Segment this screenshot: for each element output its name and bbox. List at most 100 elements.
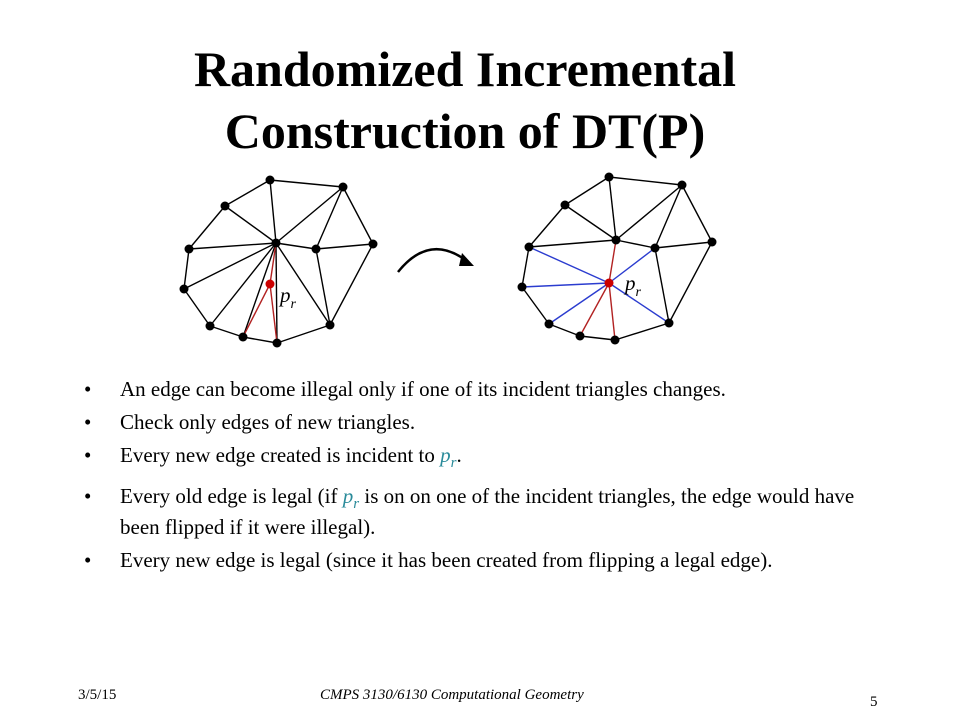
triangulation-edge [183,288,211,327]
triangulation-edge [329,243,374,326]
transition-arrow [397,247,469,273]
flipped-edge [528,246,610,284]
new-edge [242,283,271,338]
bullet-marker: • [84,484,92,509]
triangulation-edge [521,246,530,288]
triangulation-edge [564,176,610,206]
new-edge [579,282,610,337]
vertex [560,200,570,210]
triangulation-edge [615,184,683,241]
triangulation-edge [269,179,344,188]
title-line-2: Construction of DT(P) [224,103,706,159]
flipped-edge [608,282,670,324]
triangulation-edge [521,286,550,325]
vertex [271,238,281,248]
bullet-item: • Every new edge is legal (since it has b… [84,549,884,572]
vertex [238,332,248,342]
triangulation-edge [183,242,277,290]
bullet-text: is on on one of the incident triangles, … [120,484,855,540]
footer-page-number: 5 [870,694,878,710]
bullet-text: Every new edge is legal (since it has be… [120,548,773,573]
triangulation-edge [188,242,277,250]
title-line-1: Randomized Incremental [193,41,737,97]
flipped-edge [608,247,656,284]
triangulation-edge [548,323,581,337]
vertex [650,243,660,253]
bullet-marker: • [84,410,92,434]
point-label-left-p: p [278,283,291,307]
triangulation-edge [342,186,374,245]
footer-course: CMPS 3130/6130 Computational Geometry [320,687,584,703]
triangulation-edge [269,179,277,244]
vertex [205,321,215,331]
vertex [179,284,189,294]
vertex [524,242,534,252]
vertex [338,182,348,192]
triangulation-before [179,175,378,348]
triangulation-edge [275,242,317,250]
vertex [677,180,687,190]
new-edge [608,239,617,284]
vertex [707,237,717,247]
triangulation-edge [242,336,278,344]
bullet-text: An edge can become illegal only if one o… [120,377,726,401]
vertex [611,235,621,245]
bullet-item: •Every new edge created is incident to p… [84,444,884,475]
triangulation-edge [579,335,616,341]
bullet-text: Every new edge created is incident to [120,443,441,467]
new-point [604,278,614,288]
new-edge [269,283,278,344]
vertex [610,335,620,345]
bullet-text: . [456,443,462,467]
point-label-right-sub: r [636,285,642,300]
triangulation-after [517,172,717,345]
footer-date: 3/5/15 [78,687,117,703]
vertex [544,319,554,329]
vertex [604,172,614,182]
flipped-edge [521,282,610,288]
triangulation-edge [608,176,617,241]
slide-title: Randomized Incremental Construction of D… [0,38,930,162]
triangulation-edge [209,242,277,327]
bullet-text: Check only edges of new triangles. [120,410,416,434]
vertex [272,338,282,348]
point-label-left: pr [278,283,297,312]
triangulation-edge [668,241,713,324]
bullet-list: • An edge can become illegal only if one … [84,378,884,582]
triangulation-edge [681,184,713,243]
bullet-item: •An edge can become illegal only if one … [84,378,884,401]
point-label-left-sub: r [291,297,297,312]
triangulation-edge [275,186,344,244]
new-edge [269,242,277,285]
triangulation-edge [224,179,271,207]
triangulation-edge [528,239,617,248]
flipped-edge [548,282,610,325]
new-edge [608,282,616,341]
triangulation-edge [654,241,713,249]
vertex [664,318,674,328]
math-variable: r [353,496,360,513]
bullet-text: Every old edge is legal (if [120,484,343,509]
vertex [184,244,194,254]
triangulation-edge [224,205,277,244]
vertex [517,282,527,292]
vertex [325,320,335,330]
triangulation-edge [242,242,277,338]
triangulation-edge [614,322,670,341]
bullet-marker: • [84,548,92,573]
triangulation-edge [615,239,656,249]
bullet-marker: • [84,443,92,467]
triangulation-edge [315,248,331,326]
vertex [368,239,378,249]
vertex [220,201,230,211]
math-variable: p [342,484,354,509]
triangulation-edge [276,324,331,344]
triangulation-edge [188,205,226,250]
new-point [265,279,275,289]
triangulation-edge [315,186,344,250]
triangulation-edge [209,325,244,338]
triangulation-edge [315,243,374,250]
point-label-right-p: p [623,271,636,295]
point-label-right: pr [623,271,642,300]
